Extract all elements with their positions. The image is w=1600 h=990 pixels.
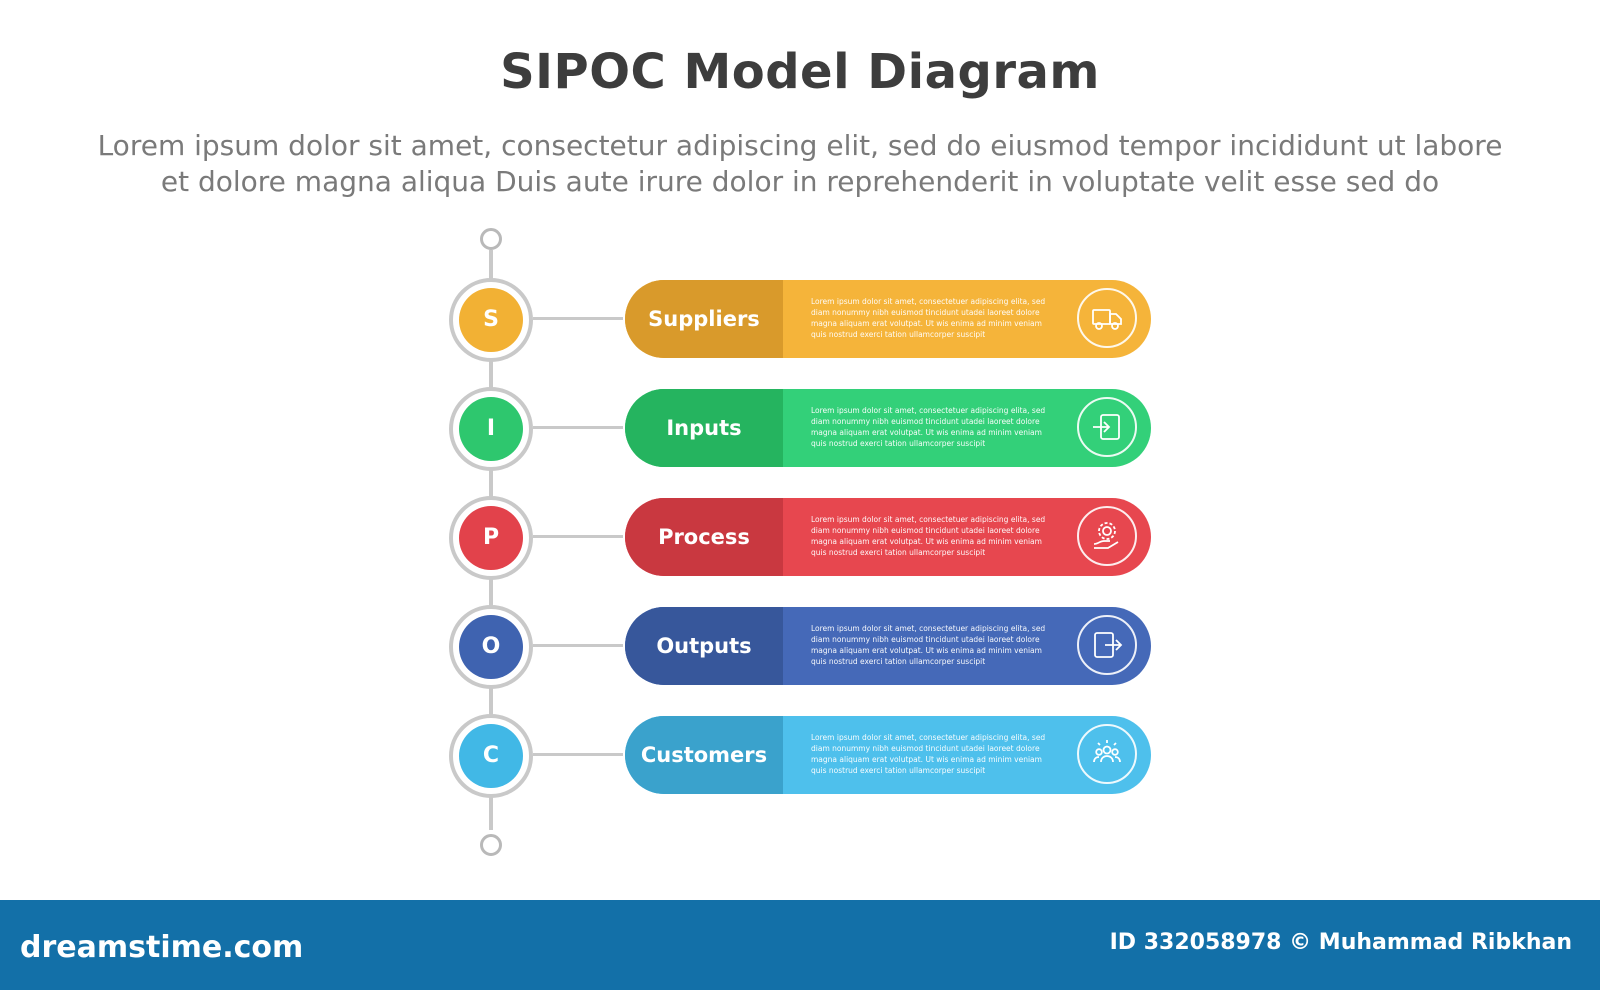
step-bar: Customers Lorem ipsum dolor sit amet, co… bbox=[625, 716, 1151, 794]
step-bar: Suppliers Lorem ipsum dolor sit amet, co… bbox=[625, 280, 1151, 358]
step-bar: Inputs Lorem ipsum dolor sit amet, conse… bbox=[625, 389, 1151, 467]
step-description: Lorem ipsum dolor sit amet, consectetuer… bbox=[811, 406, 1046, 448]
sipoc-step-row: C Customers Lorem ipsum dolor sit amet, … bbox=[0, 714, 1600, 798]
step-letter-circle: I bbox=[459, 397, 523, 461]
step-label: Outputs bbox=[625, 607, 783, 685]
step-connector bbox=[533, 753, 623, 756]
subtitle-line-2: et dolore magna aliqua Duis aute irure d… bbox=[160, 165, 1440, 198]
step-letter-circle: S bbox=[459, 288, 523, 352]
top-end-cap bbox=[480, 228, 502, 250]
step-description: Lorem ipsum dolor sit amet, consectetuer… bbox=[811, 733, 1046, 775]
page-subtitle: Lorem ipsum dolor sit amet, consectetur … bbox=[60, 128, 1540, 200]
step-node: I bbox=[449, 387, 533, 471]
footer-bar: dreamstime.com ID 332058978 © Muhammad R… bbox=[0, 900, 1600, 990]
step-label: Process bbox=[625, 498, 783, 576]
sign-out-icon bbox=[1077, 615, 1137, 675]
step-node: S bbox=[449, 278, 533, 362]
step-description: Lorem ipsum dolor sit amet, consectetuer… bbox=[811, 297, 1046, 339]
step-description: Lorem ipsum dolor sit amet, consectetuer… bbox=[811, 624, 1046, 666]
step-node: O bbox=[449, 605, 533, 689]
step-bar: Process Lorem ipsum dolor sit amet, cons… bbox=[625, 498, 1151, 576]
sipoc-step-row: P Process Lorem ipsum dolor sit amet, co… bbox=[0, 496, 1600, 580]
step-connector bbox=[533, 317, 623, 320]
gear-hand-icon bbox=[1077, 506, 1137, 566]
step-label: Inputs bbox=[625, 389, 783, 467]
step-connector bbox=[533, 535, 623, 538]
subtitle-line-1: Lorem ipsum dolor sit amet, consectetur … bbox=[97, 129, 1503, 162]
step-label: Customers bbox=[625, 716, 783, 794]
step-connector bbox=[533, 644, 623, 647]
sign-in-icon bbox=[1077, 397, 1137, 457]
delivery-truck-icon bbox=[1077, 288, 1137, 348]
step-letter-circle: O bbox=[459, 615, 523, 679]
sipoc-step-row: O Outputs Lorem ipsum dolor sit amet, co… bbox=[0, 605, 1600, 689]
step-letter-circle: P bbox=[459, 506, 523, 570]
footer-logo[interactable]: dreamstime.com bbox=[20, 930, 304, 965]
step-node: P bbox=[449, 496, 533, 580]
page-title: SIPOC Model Diagram bbox=[500, 44, 1100, 100]
footer-credit: ID 332058978 © Muhammad Ribkhan bbox=[1109, 930, 1572, 955]
step-letter-circle: C bbox=[459, 724, 523, 788]
sipoc-step-row: I Inputs Lorem ipsum dolor sit amet, con… bbox=[0, 387, 1600, 471]
step-label: Suppliers bbox=[625, 280, 783, 358]
step-bar: Outputs Lorem ipsum dolor sit amet, cons… bbox=[625, 607, 1151, 685]
step-connector bbox=[533, 426, 623, 429]
step-description: Lorem ipsum dolor sit amet, consectetuer… bbox=[811, 515, 1046, 557]
bottom-end-cap bbox=[480, 834, 502, 856]
step-node: C bbox=[449, 714, 533, 798]
customers-group-icon bbox=[1077, 724, 1137, 784]
sipoc-step-row: S Suppliers Lorem ipsum dolor sit amet, … bbox=[0, 278, 1600, 362]
